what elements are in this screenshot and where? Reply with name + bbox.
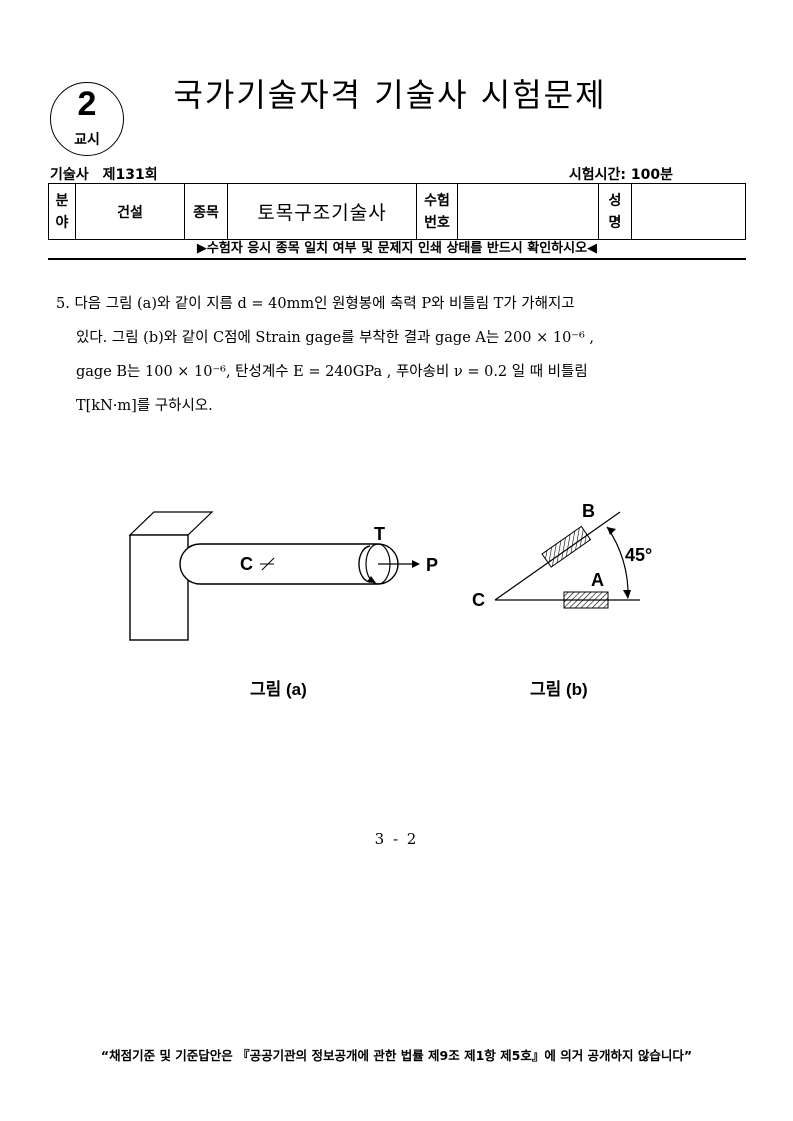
- session-label: 교시: [74, 132, 100, 148]
- caption-b: 그림 (b): [530, 680, 588, 699]
- page-number: 3 - 2: [374, 830, 419, 848]
- label-b: B: [582, 501, 595, 521]
- field-label-bottom: 야: [55, 214, 69, 231]
- torque-arrow: [358, 545, 373, 583]
- gage-b: [541, 525, 592, 568]
- exam-number-field[interactable]: [457, 183, 599, 240]
- name-field[interactable]: [631, 183, 746, 240]
- exam-number-label-top: 수험: [424, 192, 450, 209]
- field-label-top: 분: [55, 192, 69, 209]
- axial-force-arrowhead: [412, 560, 420, 568]
- session-badge: 2 교시: [50, 82, 124, 156]
- question-line-3: gage B는 100 × 10⁻⁶, 탄성계수 E = 240GPa , 푸아…: [76, 364, 588, 380]
- name-label-top: 성: [608, 192, 622, 209]
- exam-time: 시험시간: 100분: [568, 167, 673, 183]
- label-angle: 45°: [625, 545, 652, 565]
- wall-top: [128, 511, 214, 536]
- question-line-4: T[kN·m]를 구하시오.: [76, 398, 213, 414]
- label-c-a: C: [240, 554, 253, 574]
- notice-banner: ▶수험자 응시 종목 일치 여부 및 문제지 인쇄 상태를 반드시 확인하시오◀: [196, 241, 598, 256]
- name-label-bottom: 명: [608, 214, 622, 231]
- exam-round: 제131회: [102, 167, 158, 183]
- label-a: A: [591, 570, 604, 590]
- label-c-b: C: [472, 590, 485, 610]
- figure-b: C B A 45°: [472, 501, 652, 610]
- field-label-cell: 분 야: [48, 183, 76, 240]
- wall-front: [129, 534, 189, 641]
- circular-bar: [179, 543, 399, 585]
- question-5: 5. 다음 그림 (a)와 같이 지름 d = 40mm인 원형봉에 축력 P와…: [56, 287, 748, 423]
- exam-number-label-cell: 수험 번호: [416, 183, 458, 240]
- name-label-cell: 성 명: [598, 183, 632, 240]
- question-line-1: 5. 다음 그림 (a)와 같이 지름 d = 40mm인 원형봉에 축력 P와…: [56, 296, 575, 312]
- figure-a: C T P: [128, 510, 438, 642]
- figure-diagram: C T P C B A 45°: [128, 501, 652, 642]
- exam-number-label-bottom: 번호: [424, 214, 450, 231]
- type-value: 토목구조기술사: [227, 183, 417, 240]
- exam-category-round: 기술사 제131회: [50, 164, 172, 184]
- exam-title: 국가기술자격 기술사 시험문제: [173, 76, 607, 114]
- exam-category: 기술사: [50, 167, 89, 183]
- label-p: P: [426, 555, 438, 575]
- type-label: 종목: [184, 183, 228, 240]
- field-value: 건설: [75, 183, 185, 240]
- question-line-2: 있다. 그림 (b)와 같이 C점에 Strain gage를 부착한 결과 g…: [76, 330, 594, 346]
- footer-note: “채점기준 및 기준답안은 『공공기관의 정보공개에 관한 법률 제9조 제1항…: [100, 1048, 693, 1063]
- caption-a: 그림 (a): [250, 680, 307, 699]
- session-number: 2: [77, 85, 97, 123]
- header-divider: [48, 258, 746, 260]
- label-t: T: [374, 524, 385, 544]
- gage-a: [563, 591, 609, 609]
- exam-info-table: 분 야 건설 종목 토목구조기술사 수험 번호 성 명: [48, 183, 746, 240]
- torque-arrowhead: [367, 576, 376, 583]
